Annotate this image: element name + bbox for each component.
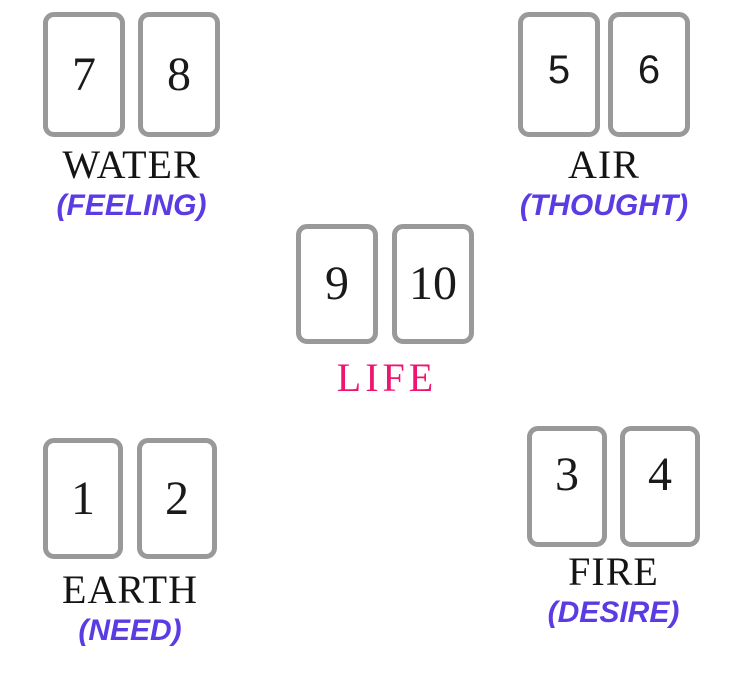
element-title-water: WATER [62,142,201,187]
card-row-earth: 1 2 [43,438,217,559]
card-row-fire: 3 4 [527,426,700,547]
card-number-10: 10 [409,257,457,310]
card-row-water: 7 8 [43,12,220,137]
element-aspect-air: (THOUGHT) [519,188,689,222]
card-number-4: 4 [648,447,672,501]
card-1: 1 [43,438,123,559]
card-3: 3 [527,426,607,547]
element-title-fire: FIRE [568,549,659,594]
card-5: 5 [518,12,600,137]
card-row-air: 5 6 [518,12,690,137]
element-aspect-water: (FEELING) [56,188,207,222]
card-number-8: 8 [167,47,191,101]
card-number-3: 3 [555,447,579,501]
element-title-earth: EARTH [62,567,198,612]
card-8: 8 [138,12,220,137]
card-2: 2 [137,438,217,559]
card-7: 7 [43,12,125,137]
spread-group-water: 7 8 WATER (FEELING) [41,12,222,223]
card-9: 9 [296,224,378,344]
element-title-life: LIFE [336,355,438,400]
spread-group-air: 5 6 AIR (THOUGHT) [513,12,695,223]
card-row-life: 9 10 [296,224,474,344]
card-number-9: 9 [325,257,349,310]
card-number-6: 6 [637,47,661,92]
spread-group-earth: 1 2 EARTH (NEED) [40,438,220,648]
card-10: 10 [392,224,474,344]
card-number-1: 1 [71,471,95,525]
card-number-2: 2 [165,471,189,525]
element-title-air: AIR [568,142,640,187]
card-number-5: 5 [547,47,571,92]
card-4: 4 [620,426,700,547]
card-6: 6 [608,12,690,137]
element-aspect-earth: (NEED) [78,613,182,647]
card-number-7: 7 [72,47,96,101]
element-aspect-fire: (DESIRE) [547,595,680,629]
spread-group-life: 9 10 LIFE [293,224,477,401]
spread-group-fire: 3 4 FIRE (DESIRE) [523,426,704,630]
